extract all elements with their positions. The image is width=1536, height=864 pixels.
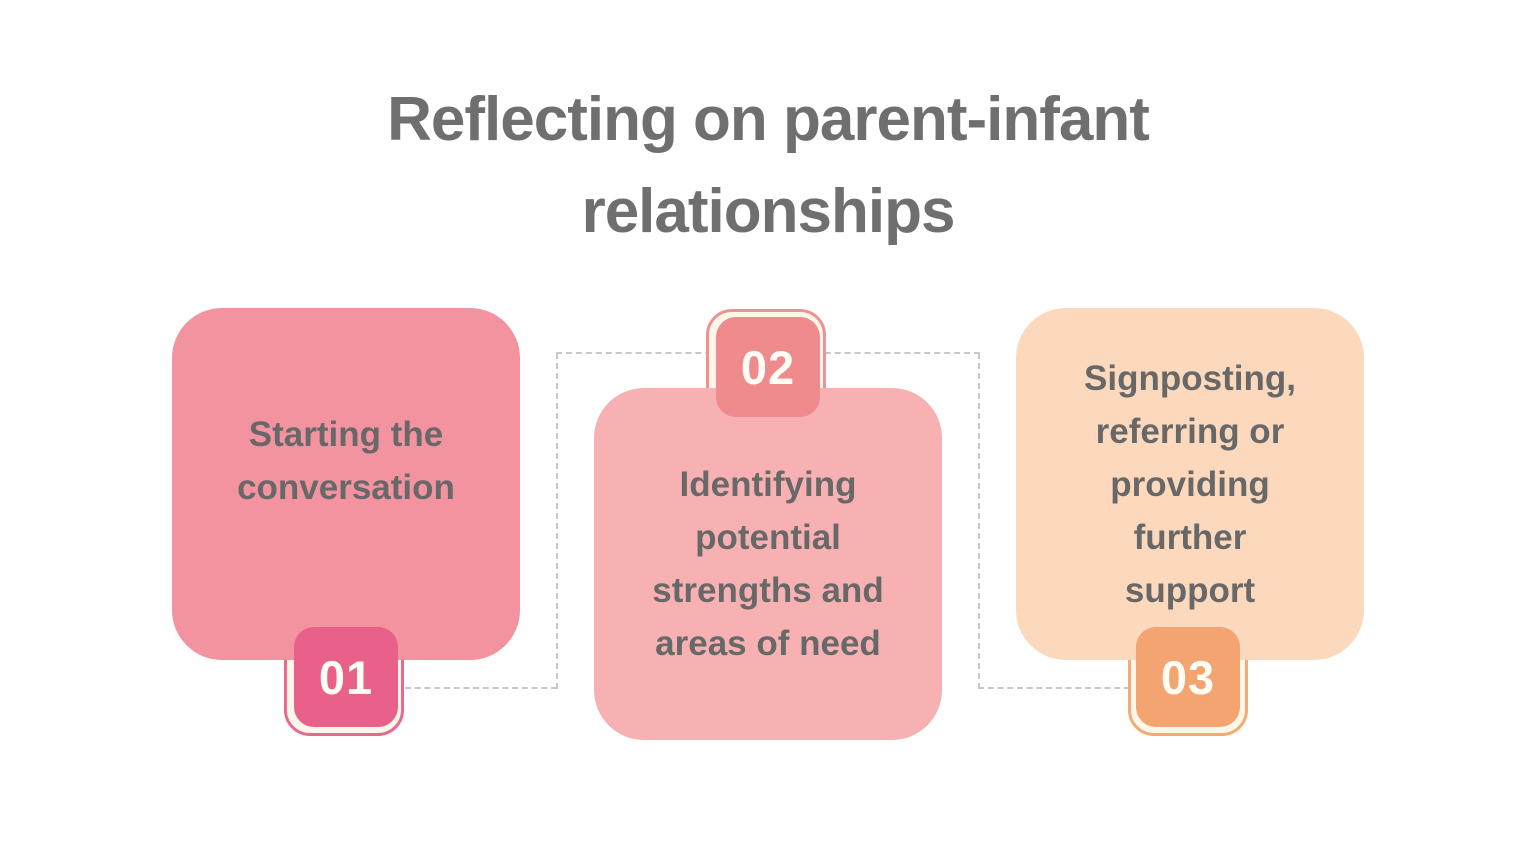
step2-number: 02: [740, 340, 796, 394]
step3-number-badge: 03: [1136, 627, 1240, 727]
connector-segment-4: [978, 353, 980, 689]
step3-number: 03: [1160, 650, 1216, 704]
step1-card: Starting the conversation: [172, 308, 520, 660]
step2-card: Identifying potential strengths and area…: [594, 388, 942, 740]
step1-label: Starting the conversation: [237, 415, 455, 507]
step1-number: 01: [318, 650, 374, 704]
step1-number-badge: 01: [294, 627, 398, 727]
step3-label: Signposting, referring or providing furt…: [1084, 358, 1296, 610]
connector-segment-2: [556, 353, 558, 689]
connector-segment-1: [405, 687, 557, 689]
step3-card: Signposting, referring or providing furt…: [1016, 308, 1364, 660]
connector-segment-5: [978, 687, 1130, 689]
step2-number-badge: 02: [716, 317, 820, 417]
slide-title: Reflecting on parent-infant relationship…: [387, 85, 1150, 246]
step2-label: Identifying potential strengths and area…: [652, 465, 884, 663]
